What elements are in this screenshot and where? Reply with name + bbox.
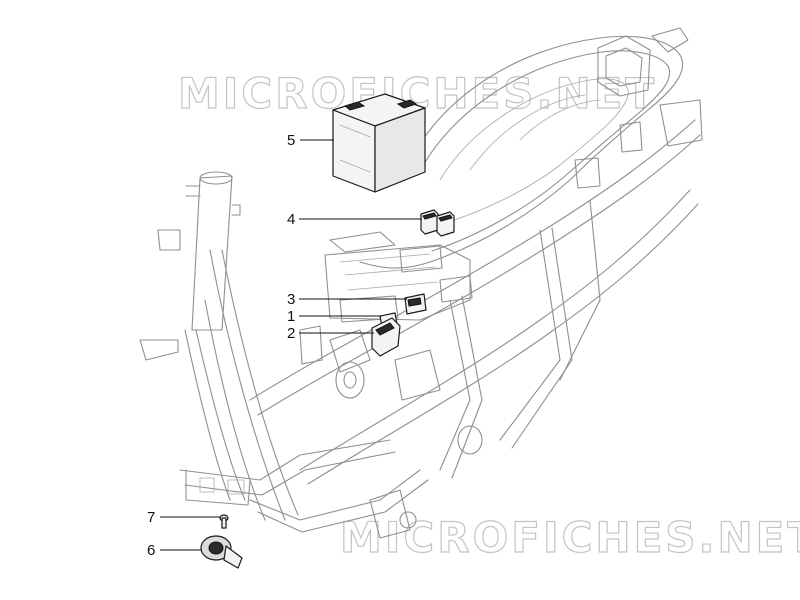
relay-pair-part xyxy=(420,209,455,237)
battery-part xyxy=(332,93,426,193)
scooter-frame xyxy=(139,27,703,539)
callout-7: 7 xyxy=(147,509,155,526)
callout-4: 4 xyxy=(287,211,295,228)
fuse-holder-part xyxy=(404,293,427,315)
callout-1: 1 xyxy=(287,308,295,325)
screw-part xyxy=(219,514,229,529)
callout-2: 2 xyxy=(287,325,295,342)
callout-5: 5 xyxy=(287,132,295,149)
horn-part xyxy=(200,535,243,569)
callout-3: 3 xyxy=(287,291,295,308)
watermark-top: MICROFICHES.NET xyxy=(178,69,657,118)
watermark-bottom: MICROFICHES.NET xyxy=(340,513,800,562)
regulator-part xyxy=(371,317,401,357)
callout-6: 6 xyxy=(147,542,155,559)
